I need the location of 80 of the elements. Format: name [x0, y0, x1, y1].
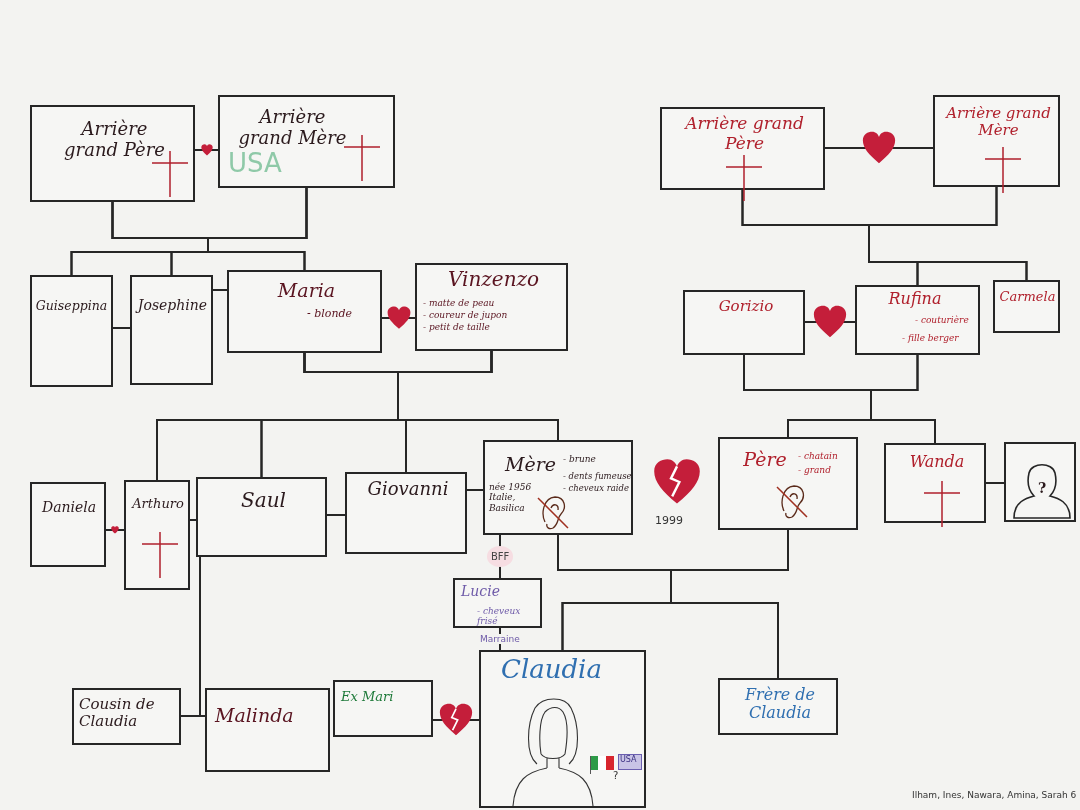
person-note: - petit de taille — [423, 322, 491, 333]
person-box — [72, 688, 181, 745]
person-box — [333, 680, 433, 737]
person-name: Guiseppina — [34, 299, 109, 314]
connector-line — [670, 529, 789, 679]
connector-line — [112, 327, 131, 329]
connector-line — [381, 317, 416, 319]
person-note: - grand — [798, 465, 832, 476]
flag-label: USA — [620, 755, 637, 764]
person-box — [124, 480, 190, 590]
person-name: Maria — [276, 280, 337, 302]
person-box — [683, 290, 805, 355]
person-note: - dents fumeuse — [563, 472, 633, 482]
person-name: Wanda — [908, 453, 966, 472]
person-name: ? — [1036, 480, 1048, 497]
person-box — [130, 275, 213, 385]
person-box — [855, 285, 980, 355]
person-note: - chatain — [798, 451, 839, 462]
flag-label: ? — [613, 770, 619, 781]
year-label: 1999 — [655, 514, 683, 527]
person-box — [218, 95, 395, 188]
person-note: - cheveux frisé — [477, 606, 522, 627]
person-name: Rufina — [887, 290, 943, 309]
author-names: Ilham, Ines, Nawara, Amina, Sarah 6 — [912, 790, 1077, 800]
person-box — [30, 275, 113, 387]
person-name: Gorizio — [717, 298, 775, 316]
person-name: Malinda — [215, 705, 295, 727]
person-box — [227, 270, 382, 353]
person-name: Arrière grand Père — [63, 119, 166, 161]
person-box — [993, 280, 1060, 333]
person-name: Cousin de Claudia — [79, 696, 156, 731]
unknown-person-box — [1004, 442, 1076, 522]
person-name: Mère — [503, 454, 557, 476]
person-box — [483, 440, 633, 535]
person-name: Claudia — [501, 655, 603, 685]
person-note: - matte de peau — [423, 298, 496, 309]
person-box — [479, 650, 646, 808]
person-name: Saul — [240, 489, 287, 512]
person-box — [196, 477, 327, 557]
person-name: Père — [742, 449, 788, 471]
connector-line — [985, 482, 1005, 484]
person-name: Giovanni — [366, 479, 450, 500]
person-name: Carmela — [998, 290, 1057, 305]
connector-line — [189, 519, 197, 521]
connector-line — [194, 149, 219, 151]
edge-label: Marraine — [478, 634, 522, 644]
person-note: - coureur de jupon — [423, 310, 509, 321]
connector-line — [199, 556, 206, 717]
person-box — [453, 578, 542, 628]
connector-line — [212, 289, 228, 291]
person-name: Ex Mari — [341, 690, 395, 705]
person-box — [415, 263, 568, 351]
person-name: Arthuro — [130, 497, 185, 512]
person-name: Arrière grand Père — [683, 114, 805, 154]
person-note: - fille berger — [902, 333, 960, 344]
person-note: née 1956 Italie, Basilica — [489, 482, 533, 514]
person-name: Frère de Claudia — [743, 686, 817, 723]
person-box — [30, 482, 106, 567]
person-name: Lucie — [461, 583, 501, 600]
connector-line — [868, 186, 1028, 281]
person-note: USA — [228, 149, 283, 179]
person-name: Vinzenzo — [446, 268, 541, 291]
person-note: - brune — [563, 454, 597, 465]
person-box — [30, 105, 195, 202]
person-name: Josephine — [134, 297, 209, 314]
person-box — [718, 437, 858, 530]
connector-line — [466, 489, 484, 491]
connector-line — [870, 354, 936, 444]
person-note: - cheveux raide — [563, 484, 630, 494]
person-box — [718, 678, 838, 735]
person-note: - blonde — [307, 308, 354, 321]
person-name: Daniela — [40, 499, 98, 516]
connector-line — [207, 187, 308, 271]
connector-line — [397, 350, 559, 441]
person-note: - couturière — [915, 315, 970, 326]
person-name: Arrière grand Mère — [237, 107, 348, 149]
person-name: Arrière grand Mère — [944, 105, 1052, 140]
person-box — [205, 688, 330, 772]
connector-line — [326, 514, 346, 516]
person-box — [345, 472, 467, 554]
